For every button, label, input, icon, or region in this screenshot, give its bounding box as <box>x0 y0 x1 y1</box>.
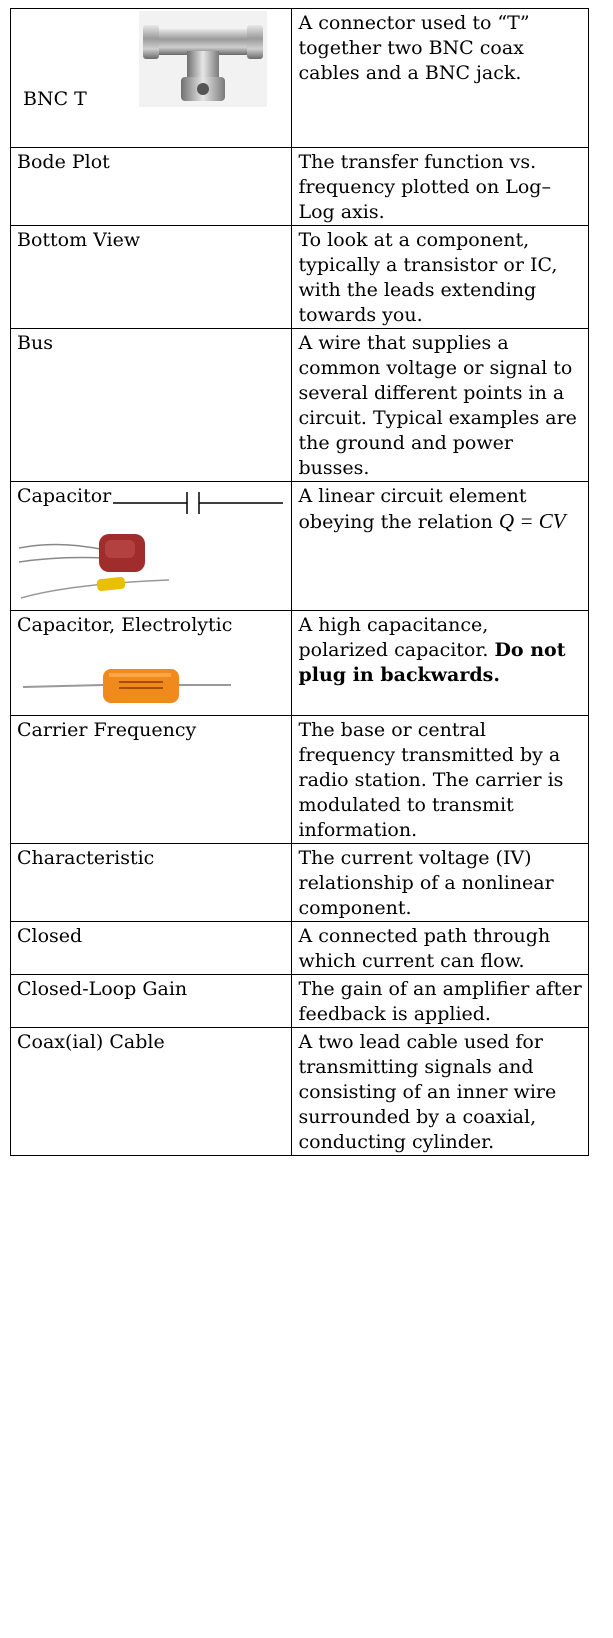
table-row: Capacitor A linear circuit elem <box>9 481 589 611</box>
table-row: BNC T <box>9 8 589 148</box>
table-row: Capacitor, Electrolytic A high capacitan… <box>9 610 589 716</box>
table-row: Bode Plot The transfer function vs. freq… <box>9 147 589 226</box>
definition-text: A high capacitance, polarized capacitor. <box>298 614 489 661</box>
definition-cell: The transfer function vs. frequency plot… <box>291 147 589 226</box>
definition-cell: The base or central frequency transmitte… <box>291 715 589 844</box>
definition-cell: The current voltage (IV) relationship of… <box>291 843 589 922</box>
capacitor-photo-image <box>19 534 170 599</box>
table-row: Bottom View To look at a component, typi… <box>9 225 589 329</box>
term-cell: Capacitor <box>9 481 293 611</box>
term-cell: Carrier Frequency <box>9 715 293 844</box>
definition-cell: The gain of an amplifier after feedback … <box>291 974 589 1028</box>
definition-cell: A wire that supplies a common voltage or… <box>291 328 589 482</box>
bnc-t-connector-image <box>139 11 267 107</box>
definition-cell: A connector used to “T” together two BNC… <box>291 8 589 148</box>
term-cell: Characteristic <box>9 843 293 922</box>
definition-cell: A high capacitance, polarized capacitor.… <box>291 610 589 716</box>
term-cell: Bode Plot <box>9 147 293 226</box>
table-row: Closed A connected path through which cu… <box>9 921 589 975</box>
term-label: Capacitor <box>17 485 112 507</box>
term-cell: Capacitor, Electrolytic <box>9 610 293 716</box>
formula: Q = CV <box>498 509 566 533</box>
glossary-table: BNC T <box>9 8 589 1156</box>
term-cell: Closed <box>9 921 293 975</box>
table-row: Carrier Frequency The base or central fr… <box>9 715 589 844</box>
term-cell: BNC T <box>9 8 293 148</box>
table-row: Coax(ial) Cable A two lead cable used fo… <box>9 1027 589 1156</box>
table-row: Bus A wire that supplies a common voltag… <box>9 328 589 482</box>
definition-cell: A linear circuit element obeying the rel… <box>291 481 589 611</box>
term-cell: Closed-Loop Gain <box>9 974 293 1028</box>
term-cell: Bottom View <box>9 225 293 329</box>
definition-cell: A connected path through which current c… <box>291 921 589 975</box>
capacitor-symbol-icon <box>113 492 283 514</box>
table-row: Characteristic The current voltage (IV) … <box>9 843 589 922</box>
term-label: BNC T <box>23 88 87 110</box>
term-cell: Coax(ial) Cable <box>9 1027 293 1156</box>
warning-text: Do not plug in backwards. <box>298 639 566 686</box>
definition-text: A linear circuit element obeying the rel… <box>298 485 527 533</box>
term-cell: Bus <box>9 328 293 482</box>
definition-cell: To look at a component, typically a tran… <box>291 225 589 329</box>
electrolytic-capacitor-photo-image <box>23 669 231 703</box>
definition-cell: A two lead cable used for transmitting s… <box>291 1027 589 1156</box>
table-row: Closed-Loop Gain The gain of an amplifie… <box>9 974 589 1028</box>
term-label: Capacitor, Electrolytic <box>17 614 233 636</box>
